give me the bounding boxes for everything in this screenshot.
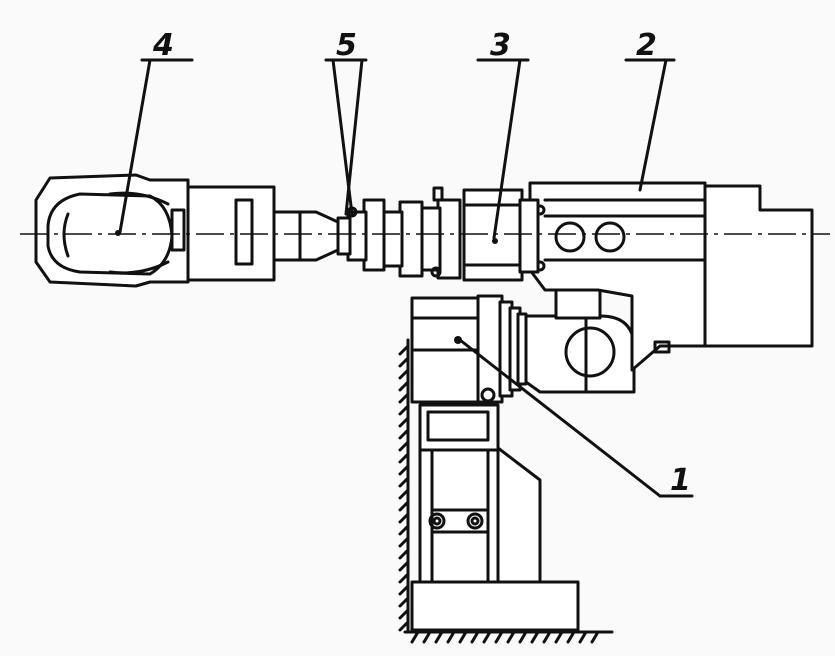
hatch-line (398, 392, 410, 404)
hatch-line (398, 500, 410, 512)
hatch-line (398, 620, 410, 632)
hatch-line (398, 524, 410, 536)
coupling-block (462, 188, 540, 282)
hatch-line (578, 630, 588, 644)
ground-hatching (410, 630, 600, 644)
gripper-body (34, 173, 276, 288)
callout-1: 1 (670, 463, 691, 498)
hatch-line (494, 630, 504, 644)
hatch-line (398, 368, 410, 380)
hatch-line (422, 630, 432, 644)
hatch-line (398, 572, 410, 584)
hatch-line (398, 596, 410, 608)
hatch-line (398, 440, 410, 452)
hatch-line (398, 560, 410, 572)
hatch-line (398, 452, 410, 464)
hatch-line (434, 630, 444, 644)
hatch-line (398, 356, 410, 368)
main-housing (528, 181, 814, 372)
hatch-line (398, 536, 410, 548)
leader-lines (118, 58, 694, 498)
hatch-line (542, 630, 552, 644)
hatch-line (398, 512, 410, 524)
hatch-line (398, 416, 410, 428)
hatch-line (398, 608, 410, 620)
callout-2: 2 (636, 28, 657, 63)
hatch-line (398, 584, 410, 596)
hatch-line (398, 548, 410, 560)
wall-hatching (398, 344, 410, 632)
hatch-line (398, 380, 410, 392)
hatch-line (554, 630, 564, 644)
hatch-line (398, 488, 410, 500)
hatch-line (398, 404, 410, 416)
hatch-line (482, 630, 492, 644)
hatch-line (470, 630, 480, 644)
hatch-line (410, 630, 420, 644)
callout-4: 4 (152, 28, 174, 63)
hatch-line (518, 630, 528, 644)
hatch-line (398, 476, 410, 488)
hatch-line (398, 428, 410, 440)
arm-bracket (524, 286, 636, 394)
hatch-line (590, 630, 600, 644)
hatch-line (398, 464, 410, 476)
hatch-line (446, 630, 456, 644)
shaft (272, 210, 340, 262)
ground-base (398, 338, 614, 644)
callout-labels: 4 5 3 2 1 (152, 28, 691, 498)
callout-5: 5 (336, 28, 357, 63)
hatch-line (398, 344, 410, 356)
support-column (418, 403, 542, 584)
wrist-segments (336, 186, 462, 280)
callout-3: 3 (490, 28, 511, 63)
rotary-joint (410, 294, 528, 404)
hatch-line (458, 630, 468, 644)
hatch-line (530, 630, 540, 644)
hatch-line (566, 630, 576, 644)
hatch-line (506, 630, 516, 644)
